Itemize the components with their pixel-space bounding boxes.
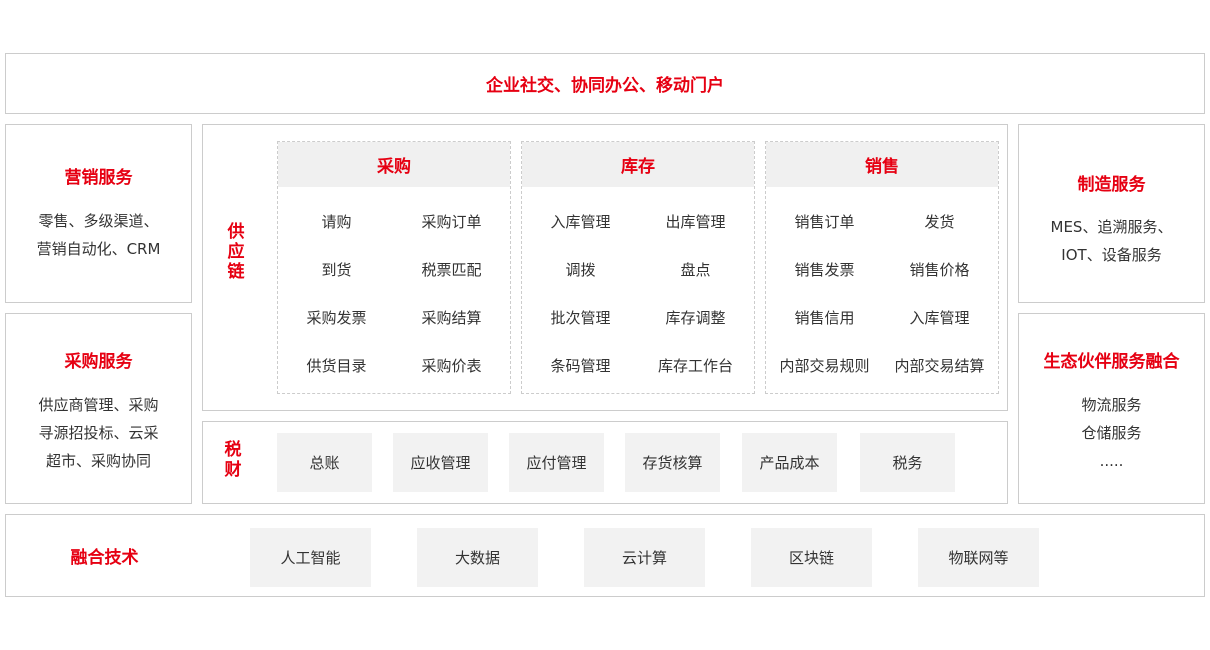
module-title: 采购 [278, 142, 510, 187]
module-item: 供货目录 [306, 357, 367, 375]
module-item: 采购价表 [421, 357, 482, 375]
manufacturing-service-title: 制造服务 [1077, 175, 1146, 195]
desc-line: 仓储服务 [1081, 424, 1142, 442]
module-item: 条码管理 [550, 357, 611, 375]
tech-item: 云计算 [584, 528, 705, 587]
tech-item: 区块链 [751, 528, 872, 587]
module-item: 采购订单 [421, 213, 482, 231]
desc-line: MES、追溯服务、 [1050, 218, 1173, 236]
module-item: 销售信用 [794, 309, 855, 327]
module-item: 发货 [924, 213, 955, 231]
module-item: 销售订单 [794, 213, 855, 231]
tech-title: 融合技术 [70, 548, 139, 568]
marketing-service-title: 营销服务 [64, 168, 133, 188]
module-item: 库存调整 [665, 309, 726, 327]
module-item: 销售发票 [794, 261, 855, 279]
marketing-service-desc: 零售、多级渠道、 营销自动化、CRM [6, 207, 191, 263]
module-item: 税票匹配 [421, 261, 482, 279]
manufacturing-service-panel: 制造服务 MES、追溯服务、 IOT、设备服务 [1018, 124, 1205, 303]
tech-panel: 融合技术 人工智能 大数据 云计算 区块链 物联网等 [5, 514, 1205, 597]
module-item: 入库管理 [909, 309, 970, 327]
finance-tax-panel: 税 财 总账 应收管理 应付管理 存货核算 产品成本 税务 [202, 421, 1008, 504]
top-banner: 企业社交、协同办公、移动门户 [5, 53, 1205, 114]
label-char: 税 [224, 440, 242, 460]
module-title: 库存 [522, 142, 754, 187]
module-item: 调拨 [565, 261, 596, 279]
module-item: 销售价格 [909, 261, 970, 279]
desc-line: 零售、多级渠道、 [38, 212, 159, 230]
module-item: 内部交易结算 [894, 357, 985, 375]
label-char: 应 [227, 242, 245, 262]
partner-service-title: 生态伙伴服务融合 [1043, 352, 1180, 372]
supply-chain-panel: 供 应 链 采购 请购 采购订单 到货 税票匹配 采购发票 采购结算 供货目录 … [202, 124, 1008, 411]
module-item: 盘点 [680, 261, 711, 279]
label-char: 财 [224, 460, 242, 480]
top-banner-text: 企业社交、协同办公、移动门户 [486, 76, 724, 96]
module-item: 采购发票 [306, 309, 367, 327]
finance-tax-label: 税 财 [223, 440, 243, 480]
module-item: 采购结算 [421, 309, 482, 327]
desc-line: 超市、采购协同 [45, 452, 151, 470]
finance-item: 总账 [277, 433, 372, 492]
desc-line: 供应商管理、采购 [38, 396, 159, 414]
supply-chain-label: 供 应 链 [226, 222, 246, 282]
tech-item: 人工智能 [250, 528, 371, 587]
finance-item: 应收管理 [393, 433, 488, 492]
tech-item: 大数据 [417, 528, 538, 587]
module-item: 到货 [321, 261, 352, 279]
module-title: 销售 [766, 142, 998, 187]
finance-item: 税务 [860, 433, 955, 492]
marketing-service-panel: 营销服务 零售、多级渠道、 营销自动化、CRM [5, 124, 192, 303]
label-char: 链 [227, 262, 245, 282]
finance-item: 产品成本 [742, 433, 837, 492]
module-item: 出库管理 [665, 213, 726, 231]
purchase-service-panel: 采购服务 供应商管理、采购 寻源招投标、云采 超市、采购协同 [5, 313, 192, 504]
partner-service-desc: 物流服务 仓储服务 ..... [1019, 391, 1204, 475]
module-item: 请购 [321, 213, 352, 231]
module-item: 库存工作台 [657, 357, 733, 375]
desc-line: ..... [1099, 452, 1124, 470]
purchase-service-title: 采购服务 [64, 352, 133, 372]
purchase-service-desc: 供应商管理、采购 寻源招投标、云采 超市、采购协同 [6, 391, 191, 475]
tech-item: 物联网等 [918, 528, 1039, 587]
module-purchase: 采购 请购 采购订单 到货 税票匹配 采购发票 采购结算 供货目录 采购价表 [277, 141, 511, 394]
module-item: 入库管理 [550, 213, 611, 231]
module-inventory: 库存 入库管理 出库管理 调拨 盘点 批次管理 库存调整 条码管理 库存工作台 [521, 141, 755, 394]
module-item: 内部交易规则 [779, 357, 870, 375]
desc-line: 营销自动化、CRM [36, 240, 161, 258]
finance-item: 应付管理 [509, 433, 604, 492]
desc-line: IOT、设备服务 [1061, 246, 1162, 264]
desc-line: 寻源招投标、云采 [38, 424, 159, 442]
manufacturing-service-desc: MES、追溯服务、 IOT、设备服务 [1019, 213, 1204, 269]
finance-item: 存货核算 [625, 433, 720, 492]
module-item: 批次管理 [550, 309, 611, 327]
desc-line: 物流服务 [1081, 396, 1142, 414]
label-char: 供 [227, 222, 245, 242]
partner-service-panel: 生态伙伴服务融合 物流服务 仓储服务 ..... [1018, 313, 1205, 504]
module-sales: 销售 销售订单 发货 销售发票 销售价格 销售信用 入库管理 内部交易规则 内部… [765, 141, 999, 394]
